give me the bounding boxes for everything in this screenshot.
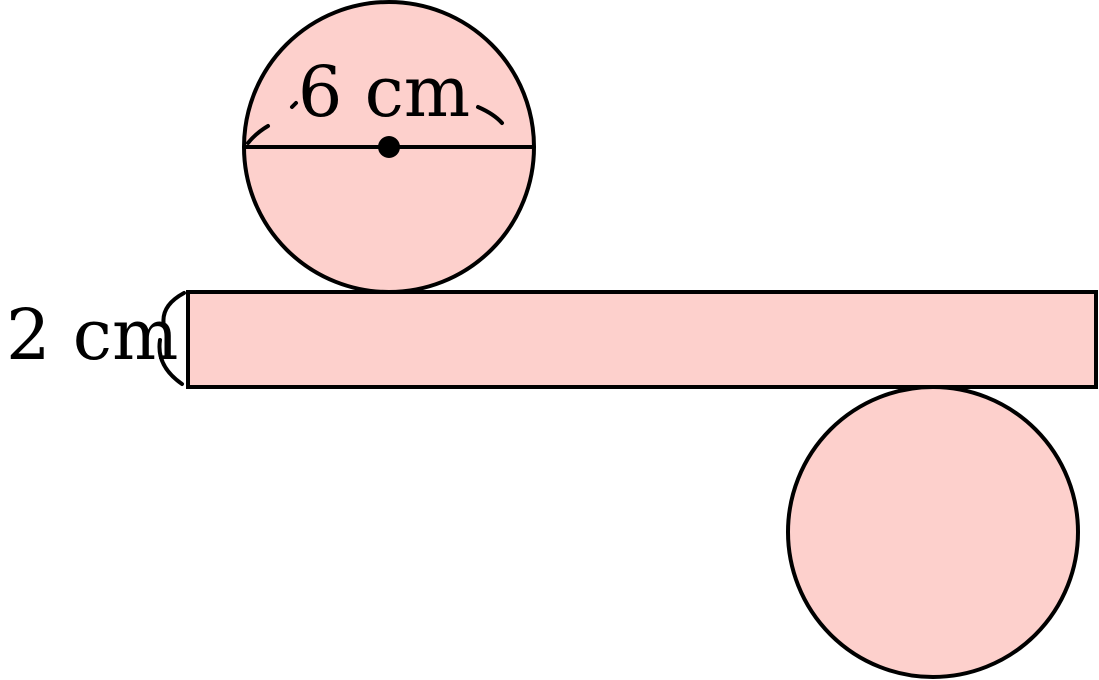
bottom-circle (786, 385, 1080, 679)
height-bracket (157, 291, 186, 386)
diameter-bracket-left (246, 124, 270, 145)
height-label: 2 cm (6, 294, 178, 376)
diameter-label: 6 cm (298, 51, 470, 133)
diameter-bracket-mid (290, 101, 298, 109)
lateral-rectangle (186, 290, 1098, 389)
diameter-bracket-right (476, 105, 504, 125)
center-point (378, 136, 400, 158)
